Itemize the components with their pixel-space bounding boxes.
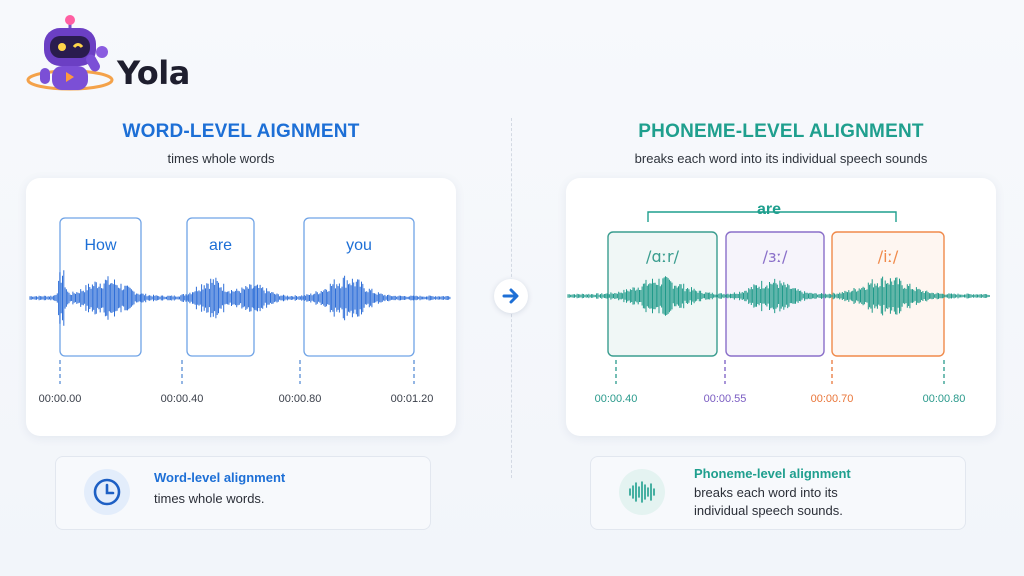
bracket-word-label: are — [757, 201, 781, 218]
phoneme-waveform — [567, 276, 990, 316]
phoneme-level-card: are/ɑːr/ /ɜː/ /iː/00:00.40 00:00.55 00:00.70… — [566, 178, 996, 436]
word-label-3: you — [346, 237, 372, 254]
phoneme-level-subtitle: breaks each word into its individual spe… — [634, 151, 928, 166]
arrow-right-icon — [494, 279, 528, 313]
word-level-card: How are you 00:00.00 00:00.40 00:00.80 00:01.2… — [26, 178, 456, 436]
word-level-subtitle: times whole words — [167, 151, 275, 166]
brand-logo: Yola — [22, 14, 202, 104]
phoneme-timestamp-1: 00:00.40 — [595, 393, 638, 405]
word-level-info-title: Word-level alignment — [154, 470, 286, 485]
phoneme-level-info-box: Phoneme-level alignment breaks each word… — [590, 456, 966, 530]
phoneme-level-info-body: breaks each word into its individual spe… — [694, 485, 843, 518]
word-level-title: WORD-LEVEL AIGNMENT — [122, 121, 360, 142]
word-box-3 — [303, 217, 415, 357]
phoneme-timestamp-4: 00:00.80 — [923, 393, 966, 405]
word-timestamp-3: 00:00.80 — [279, 393, 322, 405]
brand-name: Yola — [117, 54, 190, 92]
phoneme-level-title: PHONEME-LEVEL ALIGNMENT — [638, 121, 924, 142]
word-waveform — [29, 270, 451, 326]
word-timestamp-2: 00:00.40 — [161, 393, 204, 405]
phoneme-label-1: /ɑːr/ — [646, 247, 680, 266]
clock-icon — [84, 469, 130, 515]
phoneme-label-3: /iː/ — [878, 247, 899, 266]
waveform-icon — [619, 469, 665, 515]
word-timestamp-4: 00:01.20 — [391, 393, 434, 405]
word-label-2: are — [209, 237, 232, 254]
phoneme-level-info-title: Phoneme-level alignment — [694, 466, 851, 481]
word-bracket — [647, 211, 897, 222]
word-box-2 — [186, 217, 255, 357]
word-level-info-body: times whole words. — [154, 491, 265, 506]
phoneme-timestamp-2: 00:00.55 — [704, 393, 747, 405]
phoneme-timestamp-3: 00:00.70 — [811, 393, 854, 405]
phoneme-label-2: /ɜː/ — [763, 247, 788, 266]
word-level-diagram: How are you 00:00.00 00:00.40 00:00.80 00:01.2… — [29, 217, 451, 405]
phoneme-level-diagram: are/ɑːr/ /ɜː/ /iː/00:00.40 00:00.55 00:00.70… — [567, 201, 990, 405]
word-level-info-box: Word-level alignment times whole words. — [55, 456, 431, 530]
robot-mascot-icon — [26, 15, 114, 91]
word-timestamp-1: 00:00.00 — [39, 393, 82, 405]
word-label-1: How — [84, 237, 116, 254]
